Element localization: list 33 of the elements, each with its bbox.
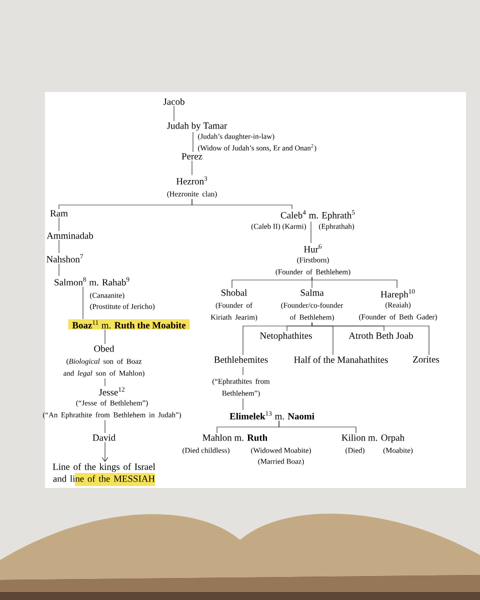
person-name: Elimelek$^{13}$ m. Naomi [230,411,314,420]
tree-line [58,217,60,232]
group-name: Netophathites [260,332,312,341]
person-name: Judah by Tamar [167,122,228,131]
tree-line [310,221,312,244]
person-name: Amminadab [46,232,94,239]
tree-line [58,240,60,254]
person-name: Perez [182,153,202,160]
tree-line [58,263,60,276]
person-name: David [92,434,116,441]
group-name: Half of the Manahathites [294,356,388,363]
arrow [102,442,108,462]
tree-line [82,286,84,320]
group-name: Atroth Beth Joab [348,332,413,339]
person-name: Caleb$^{4}$ m. Ephrath$^{5}$ [280,210,355,220]
tree-line [192,132,194,152]
tree-line [278,420,356,434]
tree-line [192,198,292,210]
person-name: Ram [50,210,68,216]
highlighted-name: Boaz$^{11}$ m. Ruth the Moabite [68,319,190,330]
person-name: Kilion m. Orpah [342,434,404,443]
person-name: Mahlon m. Ruth [202,434,268,441]
person-name: Jacob [163,98,184,105]
tree-line [104,378,106,386]
tree-line [242,398,244,410]
tree-line [104,329,106,344]
tree-line [312,322,430,356]
group-name: Zorites [413,356,440,363]
tree-line [312,276,398,288]
tree-line [232,276,312,288]
tree-line [104,420,106,434]
person-name: Nahshon$^{7}$ [46,254,84,262]
person-name: Salmon$^{8}$ m. Rahab$^{9}$ [54,277,130,286]
